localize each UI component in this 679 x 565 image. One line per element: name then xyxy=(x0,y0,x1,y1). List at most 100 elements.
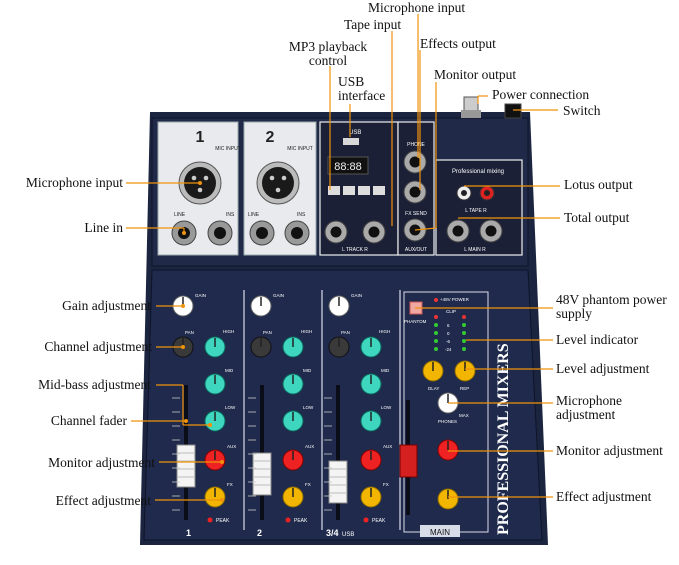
callout-microphone-adjustment: Microphone adjustment xyxy=(556,393,622,423)
power-label: +48V POWER xyxy=(440,297,470,302)
mid-knob-1[interactable] xyxy=(204,373,226,395)
high-label-3: HIGH xyxy=(379,329,390,334)
callout-gain-adjustment: Gain adjustment xyxy=(62,298,151,313)
clip-label: CLIP xyxy=(446,309,456,314)
gain-label-3: GAIN xyxy=(351,293,362,298)
high-knob-1[interactable] xyxy=(204,336,226,358)
peak-label-1: PEAK xyxy=(216,518,230,524)
callout-lotus-output: Lotus output xyxy=(564,177,633,192)
callout-mp3-playback-control: MP3 playback control xyxy=(288,39,368,69)
brand-text: PROFESSIONAL MIXERS xyxy=(495,343,512,535)
peak-led-2 xyxy=(285,517,291,523)
fader-track-3 xyxy=(336,385,340,520)
aux-knob-2[interactable] xyxy=(282,449,304,471)
callout-effect-adjustment-right: Effect adjustment xyxy=(556,489,652,504)
xlr-input-2[interactable] xyxy=(256,161,300,205)
panel-title: Professional mixing xyxy=(452,169,504,175)
track-label: L TRACK R xyxy=(342,247,368,253)
high-label-1: HIGH xyxy=(223,329,234,334)
main-label: L MAIN R xyxy=(464,247,486,253)
fx-label-2: FX xyxy=(305,482,311,487)
low-knob-3[interactable] xyxy=(360,410,382,432)
peak-label-3: PEAK xyxy=(372,518,386,524)
mp3-display xyxy=(327,156,369,175)
callout-channel-fader: Channel fader xyxy=(50,413,127,428)
fx-knob-1[interactable] xyxy=(204,486,226,508)
level-meter xyxy=(434,298,466,351)
pan-knob-3[interactable] xyxy=(328,336,350,358)
meter-level-2: 0 xyxy=(447,331,450,336)
aux-knob-1[interactable] xyxy=(204,449,226,471)
power-switch[interactable] xyxy=(504,103,522,119)
fx-label-1: FX xyxy=(227,482,233,487)
dly-label: DLAY xyxy=(428,386,439,391)
callout-48v-phantom-power: 48V phantom power supply xyxy=(556,292,667,322)
ins-label-2: INS xyxy=(297,212,306,218)
main-aux-knob[interactable] xyxy=(437,439,459,461)
mp3-buttons[interactable] xyxy=(328,186,385,195)
strip-name-1: 1 xyxy=(186,528,191,538)
aux-knob-3[interactable] xyxy=(360,449,382,471)
main-section-label: MAIN xyxy=(430,528,450,537)
mid-label-2: MID xyxy=(303,368,312,373)
callout-tape-input: Tape input xyxy=(344,17,402,32)
line-label-1: LINE xyxy=(174,212,186,218)
main-out-l[interactable] xyxy=(446,219,470,243)
channel-fader-2[interactable] xyxy=(252,452,272,496)
track-jack-l[interactable] xyxy=(324,220,348,244)
fx-knob-2[interactable] xyxy=(282,486,304,508)
track-jack-r[interactable] xyxy=(362,220,386,244)
callout-monitor-adjustment: Monitor adjustment xyxy=(48,455,155,470)
low-label-3: LOW xyxy=(381,405,392,410)
callout-mid-bass-adjustment: Mid-bass adjustment xyxy=(38,377,151,392)
meter-level-1: 6 xyxy=(447,323,450,328)
low-knob-2[interactable] xyxy=(282,410,304,432)
repeat-knob[interactable] xyxy=(454,360,476,382)
meter-level-3: -6 xyxy=(446,339,450,344)
rca-out-r[interactable] xyxy=(479,185,495,201)
pan-label-2: PAN xyxy=(263,330,272,335)
mid-knob-2[interactable] xyxy=(282,373,304,395)
strip-name-2: 2 xyxy=(257,528,262,538)
channel-fader-1[interactable] xyxy=(176,444,196,488)
gain-knob-2[interactable] xyxy=(250,295,272,317)
ins-jack-2[interactable] xyxy=(284,220,310,246)
power-connector[interactable] xyxy=(461,96,481,118)
meter-level-4: -24 xyxy=(445,347,452,352)
main-fader[interactable] xyxy=(399,444,418,478)
pan-knob-2[interactable] xyxy=(250,336,272,358)
fx-knob-3[interactable] xyxy=(360,486,382,508)
gain-knob-3[interactable] xyxy=(328,295,350,317)
mic-input-label-1: MIC INPUT xyxy=(215,146,241,152)
callout-effect-adjustment: Effect adjustment xyxy=(55,493,151,508)
delay-knob[interactable] xyxy=(422,360,444,382)
tape-label: L TAPE R xyxy=(465,208,487,214)
callout-microphone-input: Microphone input xyxy=(25,175,123,190)
ins-jack-1[interactable] xyxy=(207,220,233,246)
phones-label: PHONES xyxy=(438,419,457,424)
low-label-1: LOW xyxy=(225,405,236,410)
usb-port[interactable] xyxy=(343,138,359,145)
aux-label-2: AUX xyxy=(305,444,314,449)
main-section-tab xyxy=(420,525,460,537)
usb-label: USB xyxy=(349,130,361,136)
line-in-jack-2[interactable] xyxy=(249,220,275,246)
mid-label-1: MID xyxy=(225,368,234,373)
peak-led-3 xyxy=(363,517,369,523)
callout-line-in: Line in xyxy=(84,220,123,235)
aux-label-1: AUX xyxy=(227,444,236,449)
high-knob-3[interactable] xyxy=(360,336,382,358)
fx-send-label: FX SEND xyxy=(405,211,427,217)
high-knob-2[interactable] xyxy=(282,336,304,358)
rca-out-l[interactable] xyxy=(456,185,472,201)
strip-name-3: 3/4 xyxy=(326,528,339,538)
callout-switch: Switch xyxy=(563,103,601,118)
aux-label-3: AUX xyxy=(383,444,392,449)
mid-knob-3[interactable] xyxy=(360,373,382,395)
rep-label: REP xyxy=(460,386,469,391)
peak-label-2: PEAK xyxy=(294,518,308,524)
main-out-r[interactable] xyxy=(479,219,503,243)
callout-usb-interface: USB interface xyxy=(338,74,386,104)
mid-label-3: MID xyxy=(381,368,390,373)
